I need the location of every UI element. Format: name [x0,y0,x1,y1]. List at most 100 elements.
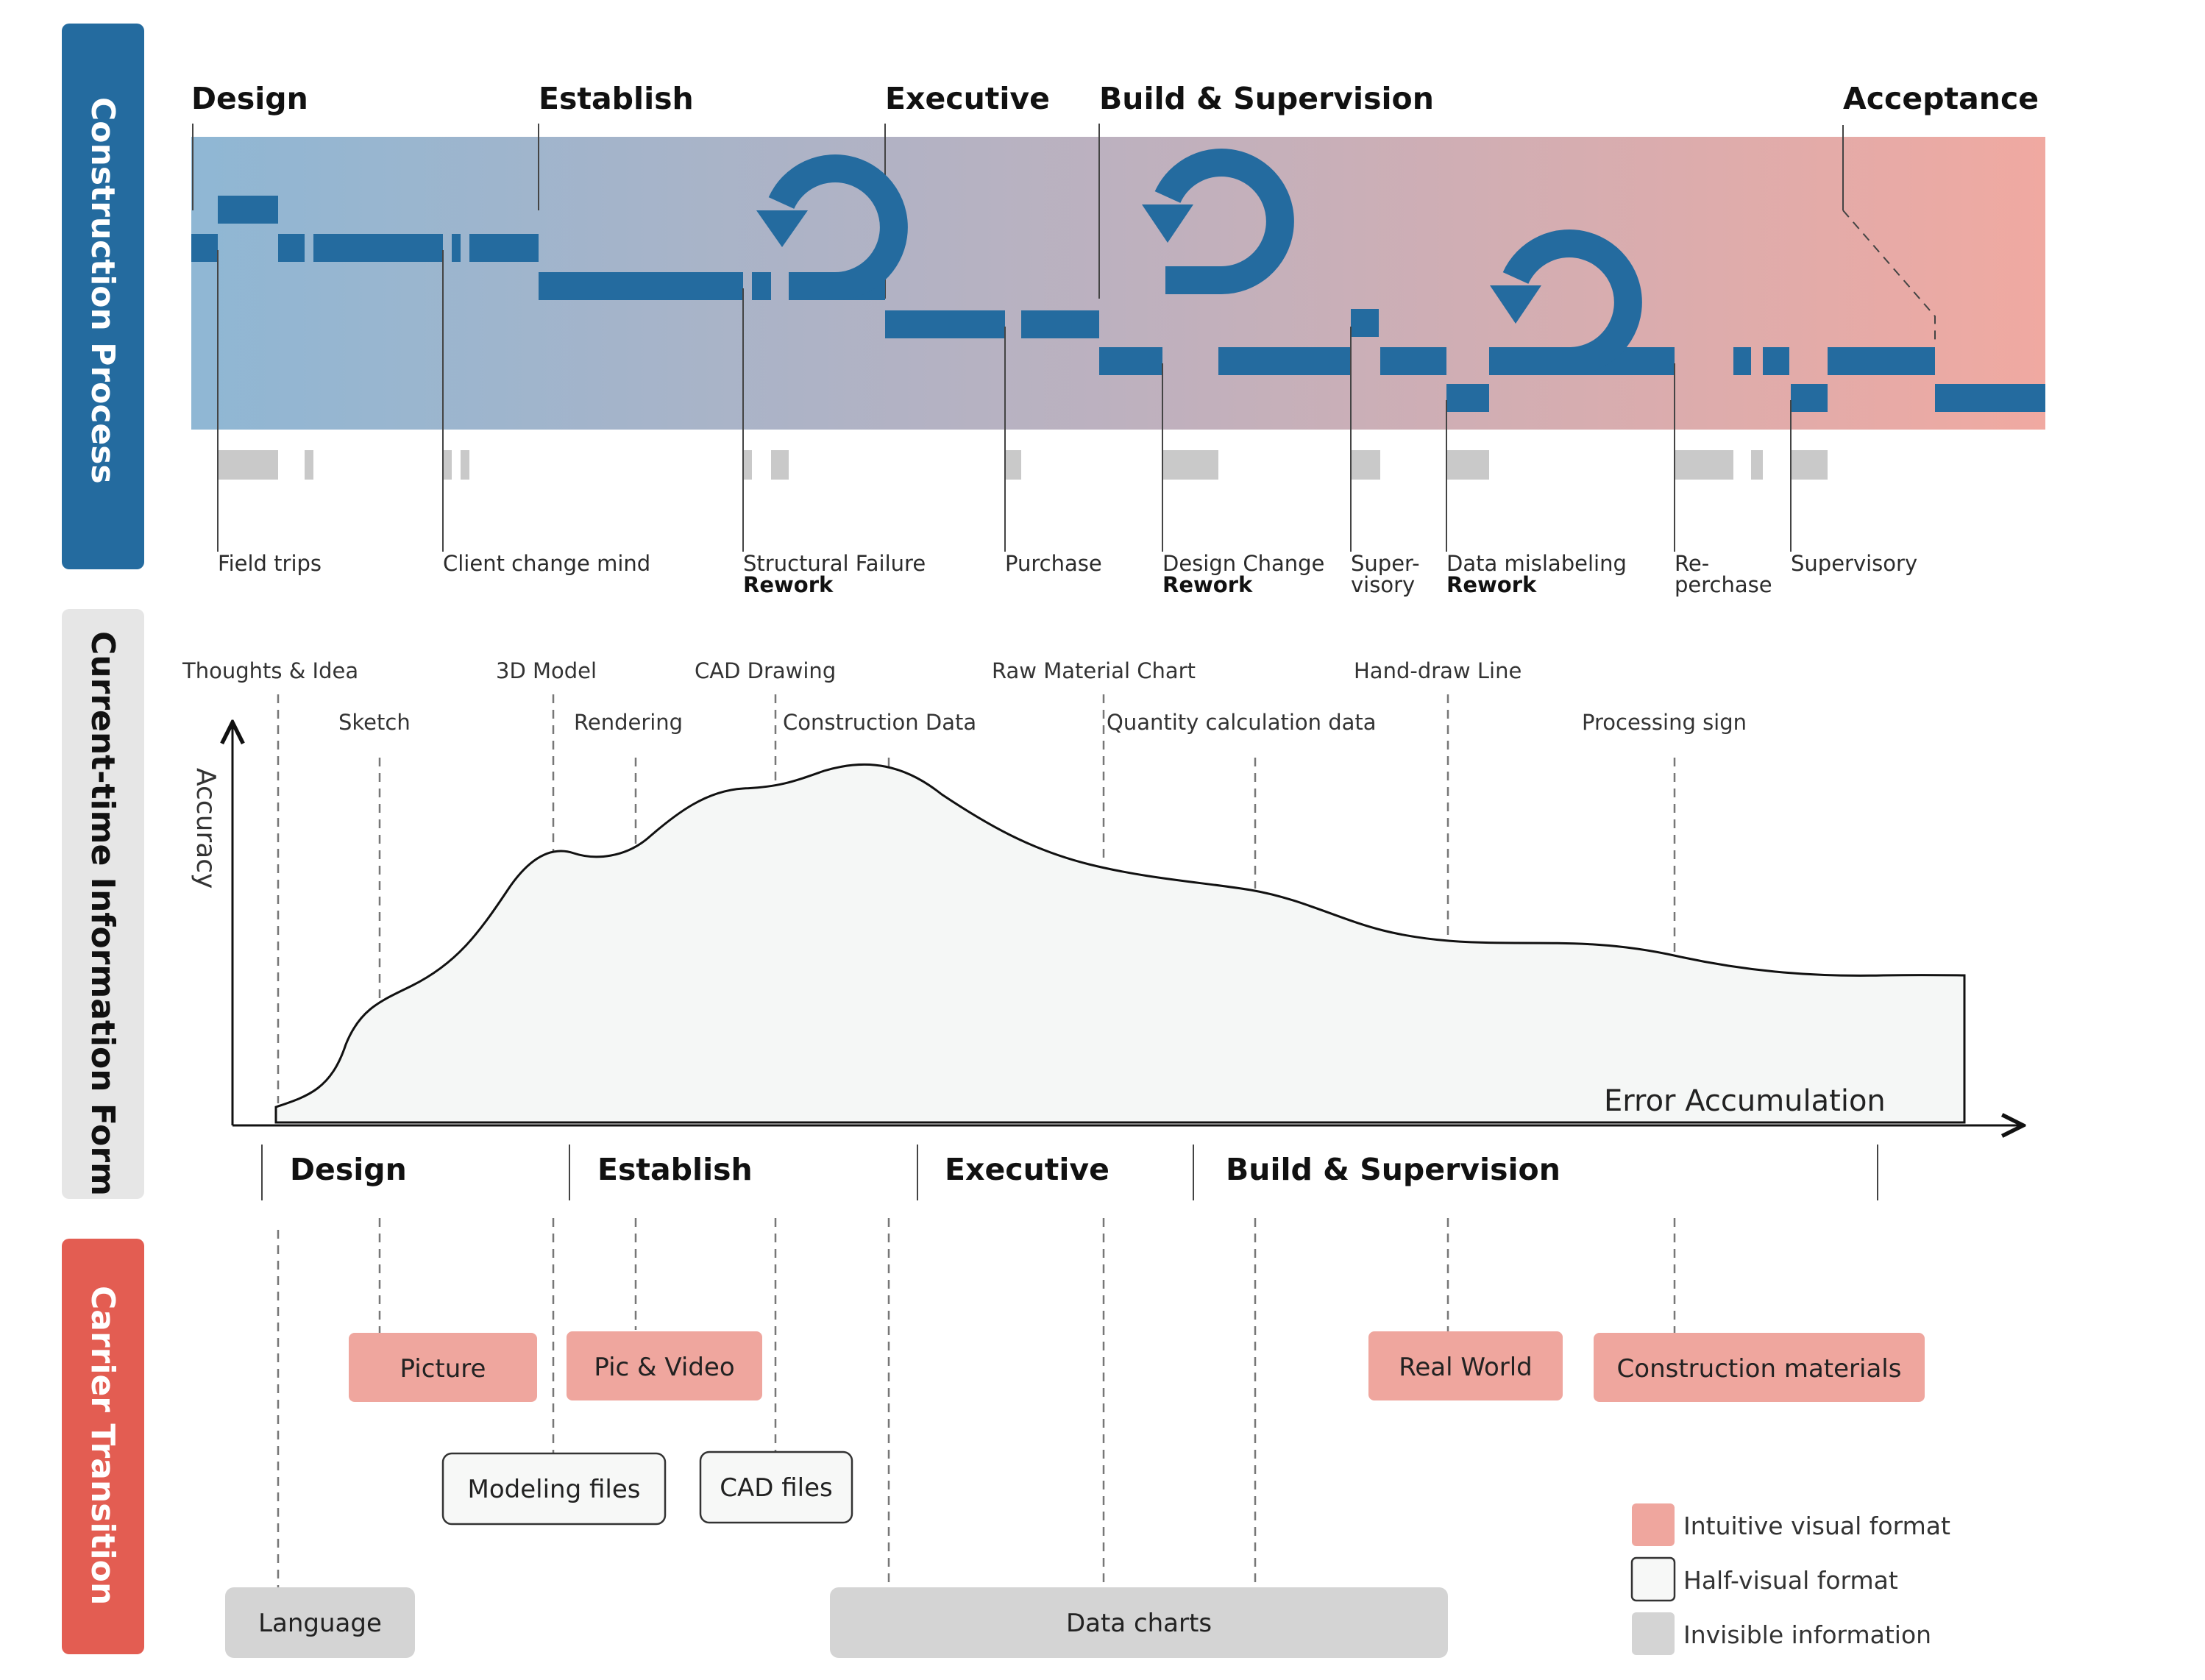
chart-phase-build-supervision: Build & Supervision [1226,1152,1560,1187]
carrier-box-construction-materials: Construction materials [1594,1333,1925,1402]
invisible-segment [1751,450,1763,480]
info-label-thoughts: Thoughts & Idea [182,658,358,683]
process-segment [191,234,218,262]
chart-phase-labels: Design Establish Executive Build & Super… [290,1152,1560,1187]
legend-label-intuitive: Intuitive visual format [1683,1512,1950,1540]
carrier-box-cad-files: CAD files [699,1451,853,1524]
information-form-label: Current-time Information Form [84,631,121,1196]
svg-text:Modeling files: Modeling files [468,1475,641,1504]
svg-text:Data charts: Data charts [1066,1609,1212,1638]
process-segment [1099,347,1162,375]
svg-text:Picture: Picture [400,1354,486,1384]
process-path [191,196,2045,412]
invisible-segment [1005,450,1021,480]
acceptance-dashed-connector [1842,210,1936,342]
svg-text:CAD files: CAD files [720,1473,832,1503]
chart-phase-design: Design [290,1152,407,1187]
process-segment [1791,384,1828,412]
process-events: Field trips Client change mind Structura… [218,551,1917,597]
invisible-segment [1162,450,1218,480]
process-segment [278,234,305,262]
info-label-3d-model: 3D Model [496,658,597,683]
event-rework-label: Rework [1446,572,1537,597]
invisible-segment [218,450,278,480]
process-gradient-band [191,137,2045,430]
chart-phase-establish: Establish [597,1152,753,1187]
process-segment [469,234,539,262]
process-segment [1218,347,1351,375]
rework-loop-data-mislabeling [1489,229,1642,375]
chart-phase-separators [261,1145,1878,1200]
process-segment [1733,347,1751,375]
carrier-guides [277,1218,1676,1587]
legend-swatch-invisible [1632,1612,1675,1655]
legend-swatch-half [1630,1556,1676,1602]
event-label: Supervisory [1791,551,1917,576]
info-label-cad-drawing: CAD Drawing [695,658,836,683]
event-label: Design Change [1162,551,1324,576]
info-label-hand-draw: Hand-draw Line [1354,658,1522,683]
info-label-sketch: Sketch [338,710,411,735]
carrier-box-modeling-files: Modeling files [441,1452,667,1526]
chart-phase-executive: Executive [945,1152,1109,1187]
information-form-labels: Thoughts & Idea Sketch 3D Model Renderin… [182,658,1747,735]
event-leader-lines [217,250,1792,552]
legend-label-half: Half-visual format [1683,1566,1898,1595]
invisible-segment [771,450,789,480]
construction-process-label: Construction Process [84,97,121,484]
phase-establish: Establish [539,81,694,116]
construction-process-label-bg [62,24,144,569]
carrier-box-pic-video: Pic & Video [567,1331,762,1400]
info-label-rendering: Rendering [574,710,683,735]
invisible-segment [443,450,452,480]
svg-text:Construction materials: Construction materials [1617,1354,1902,1384]
event-label: Purchase [1005,551,1102,576]
phase-acceptance: Acceptance [1843,81,2039,116]
legend-swatch-intuitive [1632,1503,1675,1546]
info-label-construction-data: Construction Data [783,710,976,735]
info-label-quantity: Quantity calculation data [1107,710,1377,735]
event-rework-label: Rework [1162,572,1253,597]
phase-design: Design [191,81,308,116]
svg-text:Pic & Video: Pic & Video [594,1353,734,1382]
event-label: Field trips [218,551,322,576]
carrier-box-picture: Picture [349,1333,537,1402]
process-segment [752,272,771,300]
process-segment [885,310,1005,338]
phase-executive: Executive [885,81,1050,116]
invisible-segment [1675,450,1733,480]
event-rework-label: Rework [743,572,834,597]
event-label: Client change mind [443,551,650,576]
process-segment [539,272,743,300]
invisible-segment [305,450,313,480]
rework-loop-design-change [1142,149,1294,294]
information-form-label-bg [62,609,144,1199]
process-segment [1446,384,1489,412]
legend-label-invisible: Invisible information [1683,1620,1931,1649]
svg-text:Real World: Real World [1399,1353,1533,1382]
process-segment [452,234,461,262]
event-label: Structural Failure [743,551,926,576]
process-segment [1935,384,2045,412]
event-label: perchase [1675,572,1772,597]
process-segment [218,196,278,224]
invisible-segments [218,450,1828,480]
info-label-raw-material: Raw Material Chart [992,658,1196,683]
process-segment [1828,347,1935,375]
info-label-processing-sign: Processing sign [1582,710,1747,735]
event-label: Super- [1351,551,1420,576]
carrier-transition-label: Carrier Transition [84,1286,121,1605]
carrier-box-real-world: Real World [1368,1331,1563,1400]
invisible-segment [461,450,469,480]
carrier-transition-label-bg [62,1239,144,1654]
y-axis-label: Accuracy [191,768,221,889]
svg-text:Language: Language [258,1609,382,1638]
phase-build-supervision: Build & Supervision [1099,81,1434,116]
process-segment [313,234,443,262]
accuracy-curve [274,763,1966,1124]
legend: Intuitive visual format Half-visual form… [1630,1503,1950,1655]
event-label: visory [1351,572,1415,597]
rework-loop-structural [756,154,908,300]
